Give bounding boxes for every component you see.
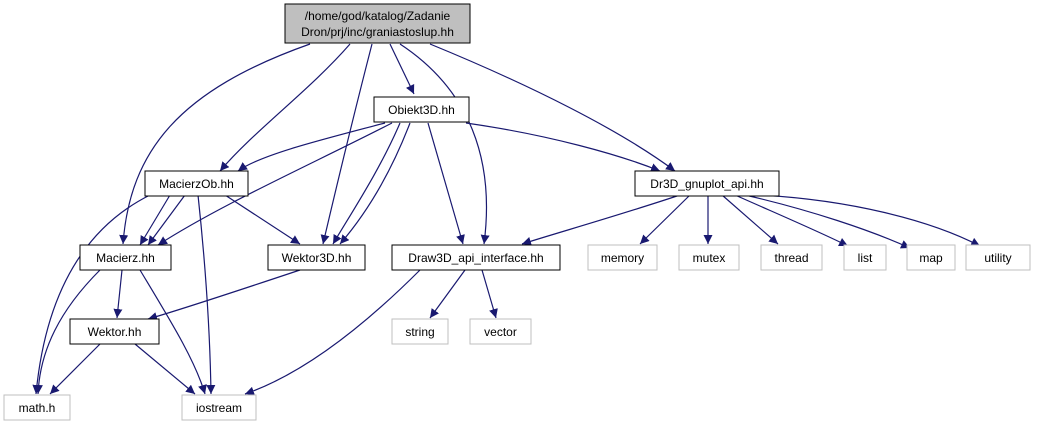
- node-root-graniastoslup: /home/god/katalog/Zadanie Dron/prj/inc/g…: [284, 3, 471, 44]
- node-mutex-label: mutex: [693, 251, 726, 265]
- edge-wektor-to-math: [49, 343, 101, 395]
- node-iostream: iostream: [181, 394, 257, 421]
- node-iostream-label: iostream: [196, 401, 242, 415]
- node-thread-label: thread: [774, 251, 808, 265]
- node-math-h-label: math.h: [19, 401, 56, 415]
- node-map: map: [906, 244, 956, 271]
- node-macierzob-label[interactable]: MacierzOb.hh: [159, 177, 234, 191]
- edge-macierzob-to-macierz-b: [147, 194, 186, 246]
- edge-macierzob-to-math: [32, 194, 151, 395]
- node-map-label: map: [919, 251, 943, 265]
- edge-dr3d-to-map: [744, 194, 911, 249]
- node-string: string: [391, 318, 449, 345]
- node-math-h: math.h: [3, 394, 71, 421]
- edge-obiekt3d-to-wektor3d-b: [339, 122, 411, 245]
- edge-macierzob-to-wektor3d: [224, 194, 301, 245]
- node-mutex: mutex: [678, 244, 740, 271]
- edge-macierzob-to-iostream: [197, 194, 216, 395]
- edge-obiekt3d-to-wektor3d-a: [332, 122, 401, 245]
- node-draw3d-api-interface-label[interactable]: Draw3D_api_interface.hh: [408, 251, 543, 265]
- edge-wektor3d-to-wektor: [147, 269, 301, 321]
- node-vector-label: vector: [484, 325, 517, 339]
- node-dr3d-gnuplot-api-label[interactable]: Dr3D_gnuplot_api.hh: [650, 177, 763, 191]
- node-memory: memory: [587, 244, 658, 271]
- header-nodes: /home/god/katalog/Zadanie Dron/prj/inc/g…: [3, 3, 1031, 421]
- node-macierz[interactable]: Macierz.hh: [79, 244, 172, 271]
- edge-dr3d-to-utility: [759, 194, 981, 247]
- node-vector: vector: [469, 318, 532, 345]
- edge-obiekt3d-to-macierz: [157, 122, 393, 246]
- edge-obiekt3d-to-dr3d: [465, 122, 661, 172]
- edge-macierz-to-wektor: [113, 269, 123, 319]
- node-obiekt3d[interactable]: Obiekt3D.hh: [373, 96, 470, 123]
- node-dr3d-gnuplot-api[interactable]: Dr3D_gnuplot_api.hh: [634, 170, 780, 197]
- edge-dr3d-to-draw3d: [521, 194, 681, 246]
- edge-macierz-to-math: [33, 269, 101, 395]
- node-wektor-label[interactable]: Wektor.hh: [88, 325, 142, 339]
- node-macierzob[interactable]: MacierzOb.hh: [144, 170, 249, 197]
- node-string-label: string: [405, 325, 434, 339]
- edge-root-to-macierzob: [219, 43, 351, 172]
- edge-macierz-to-iostream: [139, 269, 207, 395]
- dependency-edges: [32, 43, 981, 396]
- node-utility: utility: [965, 244, 1031, 271]
- node-macierz-label[interactable]: Macierz.hh: [96, 251, 155, 265]
- node-obiekt3d-label[interactable]: Obiekt3D.hh: [388, 103, 455, 117]
- node-root-line2: Dron/prj/inc/graniastoslup.hh: [301, 25, 454, 39]
- edge-obiekt3d-to-macierzob: [237, 122, 386, 172]
- node-wektor3d-label[interactable]: Wektor3D.hh: [282, 251, 352, 265]
- node-root-line1: /home/god/katalog/Zadanie: [305, 9, 451, 23]
- edge-root-to-obiekt3d: [389, 43, 415, 95]
- edge-root-to-draw3d: [399, 43, 490, 245]
- node-thread: thread: [760, 244, 823, 271]
- node-wektor[interactable]: Wektor.hh: [69, 318, 160, 345]
- node-draw3d-api-interface[interactable]: Draw3D_api_interface.hh: [391, 244, 561, 271]
- edge-draw3d-to-vector: [481, 269, 498, 319]
- node-list: list: [843, 244, 887, 271]
- edge-root-to-macierz: [119, 43, 311, 245]
- edge-dr3d-to-thread: [721, 194, 779, 245]
- edge-wektor-to-iostream: [134, 343, 196, 395]
- edge-obiekt3d-to-draw3d: [427, 122, 465, 245]
- edge-root-to-dr3d: [429, 43, 676, 172]
- node-utility-label: utility: [984, 251, 1011, 265]
- edge-root-to-wektor3d: [320, 43, 373, 245]
- edge-draw3d-to-string: [429, 269, 466, 319]
- edge-macierzob-to-macierz: [139, 194, 171, 246]
- edge-draw3d-to-iostream: [244, 269, 421, 396]
- edge-dr3d-to-memory: [639, 194, 691, 245]
- node-memory-label: memory: [601, 251, 644, 265]
- node-list-label: list: [858, 251, 873, 265]
- edge-dr3d-to-list: [734, 194, 849, 247]
- node-wektor3d[interactable]: Wektor3D.hh: [267, 244, 366, 271]
